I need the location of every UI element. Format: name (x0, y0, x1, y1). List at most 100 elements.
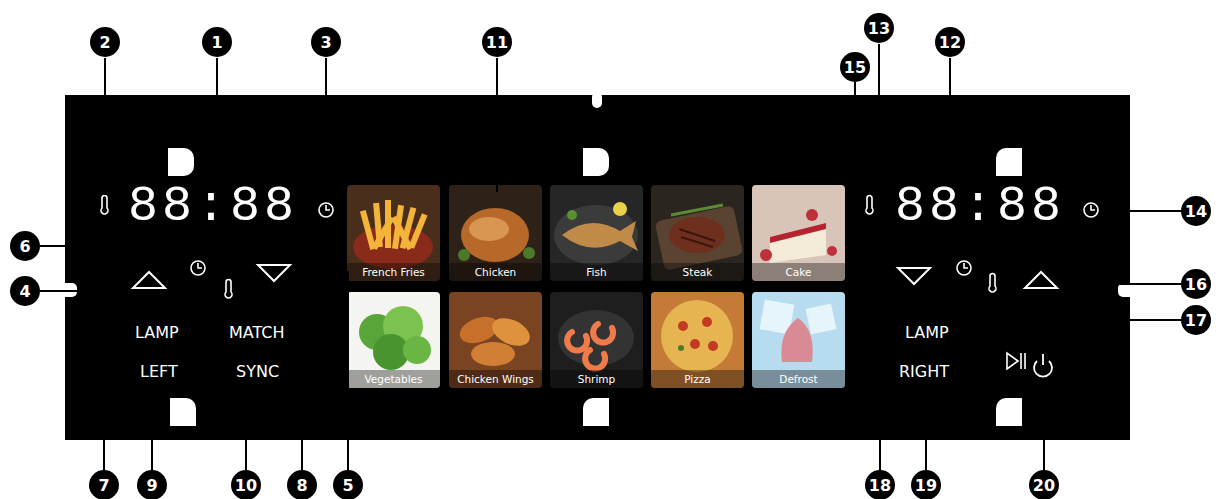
display-digits: 88:88 (128, 182, 298, 232)
pizza-photo (678, 321, 688, 331)
shrimp-photo (567, 332, 587, 351)
food-label: Defrost (752, 370, 845, 388)
clock-icon (191, 261, 205, 275)
chicken-photo (469, 217, 509, 241)
callout-number: 17 (1181, 305, 1211, 335)
play-pause-icon (1020, 353, 1022, 369)
button-label: LAMP (135, 325, 179, 341)
chicken-photo (523, 247, 535, 259)
leader-line (878, 44, 880, 190)
control-panel (592, 92, 602, 108)
vegetables-photo (403, 336, 431, 364)
steak-photo (651, 185, 744, 281)
callout-number: 6 (10, 231, 40, 261)
food-tile: Defrost (752, 292, 845, 388)
callout-number: 10 (231, 470, 261, 499)
chicken-photo (461, 208, 529, 262)
leader-line (1043, 378, 1045, 470)
callout-number: 20 (1029, 470, 1059, 499)
fries-photo (408, 213, 427, 249)
food-tile: Chicken Wings (449, 292, 542, 388)
steak-photo (655, 205, 744, 271)
food-tile: Pizza (651, 292, 744, 388)
chicken-photo (449, 185, 542, 281)
pizza-photo (708, 341, 718, 351)
leader-line (855, 82, 896, 270)
pizza-photo (702, 317, 712, 327)
food-label: French Fries (347, 263, 440, 281)
leader-line (880, 333, 902, 470)
food-label: Fish (550, 263, 643, 281)
leader-line (949, 58, 951, 188)
food-tile: French Fries (347, 185, 440, 281)
callout-number: 18 (865, 470, 895, 499)
leader-line (496, 58, 498, 192)
steak-photo (651, 185, 744, 281)
thermometer-icon (866, 196, 873, 214)
shrimp-photo (585, 350, 605, 369)
callout-number: 8 (287, 470, 317, 499)
indicator-shape (996, 148, 1022, 176)
pizza-photo (651, 292, 744, 388)
leader-line (40, 290, 131, 292)
leader-line (245, 385, 247, 470)
play-pause-icon (1024, 353, 1026, 369)
button-label: LAMP (905, 325, 949, 341)
shrimp-photo (550, 292, 643, 388)
pizza-photo (678, 345, 684, 351)
food-tile: Steak (651, 185, 744, 281)
callout-number: 19 (911, 470, 941, 499)
food-label: Vegetables (347, 370, 440, 388)
arrow-button (133, 272, 165, 288)
leader-line (1100, 210, 1181, 212)
fish-photo (550, 185, 643, 281)
arrow-button (898, 268, 930, 284)
callout-number: 3 (311, 27, 341, 57)
callout-number: 9 (137, 470, 167, 499)
power-icon (1042, 354, 1044, 365)
fries-photo (391, 216, 413, 251)
control-panel (60, 92, 1135, 440)
vegetables-photo (347, 292, 440, 388)
food-tile: Cake (752, 185, 845, 281)
food-tile: Fish (550, 185, 643, 281)
leader-line (104, 58, 106, 195)
chicken-photo (449, 185, 542, 281)
shrimp-photo (567, 324, 613, 369)
cake-photo (752, 185, 845, 281)
chicken-wings-photo (449, 292, 542, 388)
callout-number: 11 (482, 27, 512, 57)
leader-line (925, 385, 927, 470)
fish-photo (550, 185, 643, 281)
callout-number: 1 (202, 27, 232, 57)
control-panel (1118, 283, 1135, 297)
leader-line (325, 58, 327, 200)
button-label: RIGHT (899, 364, 949, 380)
fish-photo (567, 210, 577, 220)
fish-photo (562, 221, 638, 251)
cake-photo (752, 185, 845, 281)
cake-photo (806, 209, 818, 221)
callout-number: 14 (1181, 196, 1211, 226)
pizza-photo (651, 292, 744, 388)
leader-line (292, 333, 302, 470)
fries-photo (371, 216, 394, 250)
food-label: Chicken (449, 263, 542, 281)
leader-line (216, 58, 218, 190)
fries-photo (347, 185, 440, 281)
shrimp-photo (558, 310, 634, 366)
clock-icon (964, 263, 968, 268)
cake-photo (827, 246, 837, 256)
thermometer-icon (225, 280, 232, 298)
clock-icon (198, 263, 202, 268)
defrost-photo (752, 292, 845, 388)
callout-number: 5 (333, 470, 363, 499)
indicator-shape (583, 148, 609, 176)
power-icon (1034, 354, 1052, 377)
food-label: Shrimp (550, 370, 643, 388)
play-pause-icon (1007, 353, 1018, 369)
food-tile: Vegetables (347, 292, 440, 388)
arrow-button (1025, 272, 1057, 288)
callout-number: 7 (89, 470, 119, 499)
